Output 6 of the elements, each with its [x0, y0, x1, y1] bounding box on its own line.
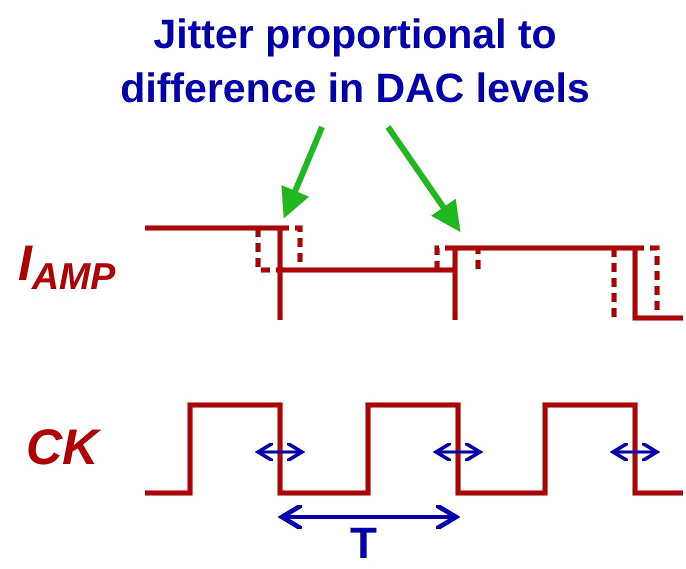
arrow	[386, 125, 460, 232]
period-label: T	[350, 522, 377, 566]
annotation-title: Jitter proportional to difference in DAC levels	[119, 10, 591, 113]
signal-label: CK	[26, 422, 98, 472]
signal-label: I$_{AMP}$	[18, 238, 116, 288]
arrow	[281, 126, 325, 219]
